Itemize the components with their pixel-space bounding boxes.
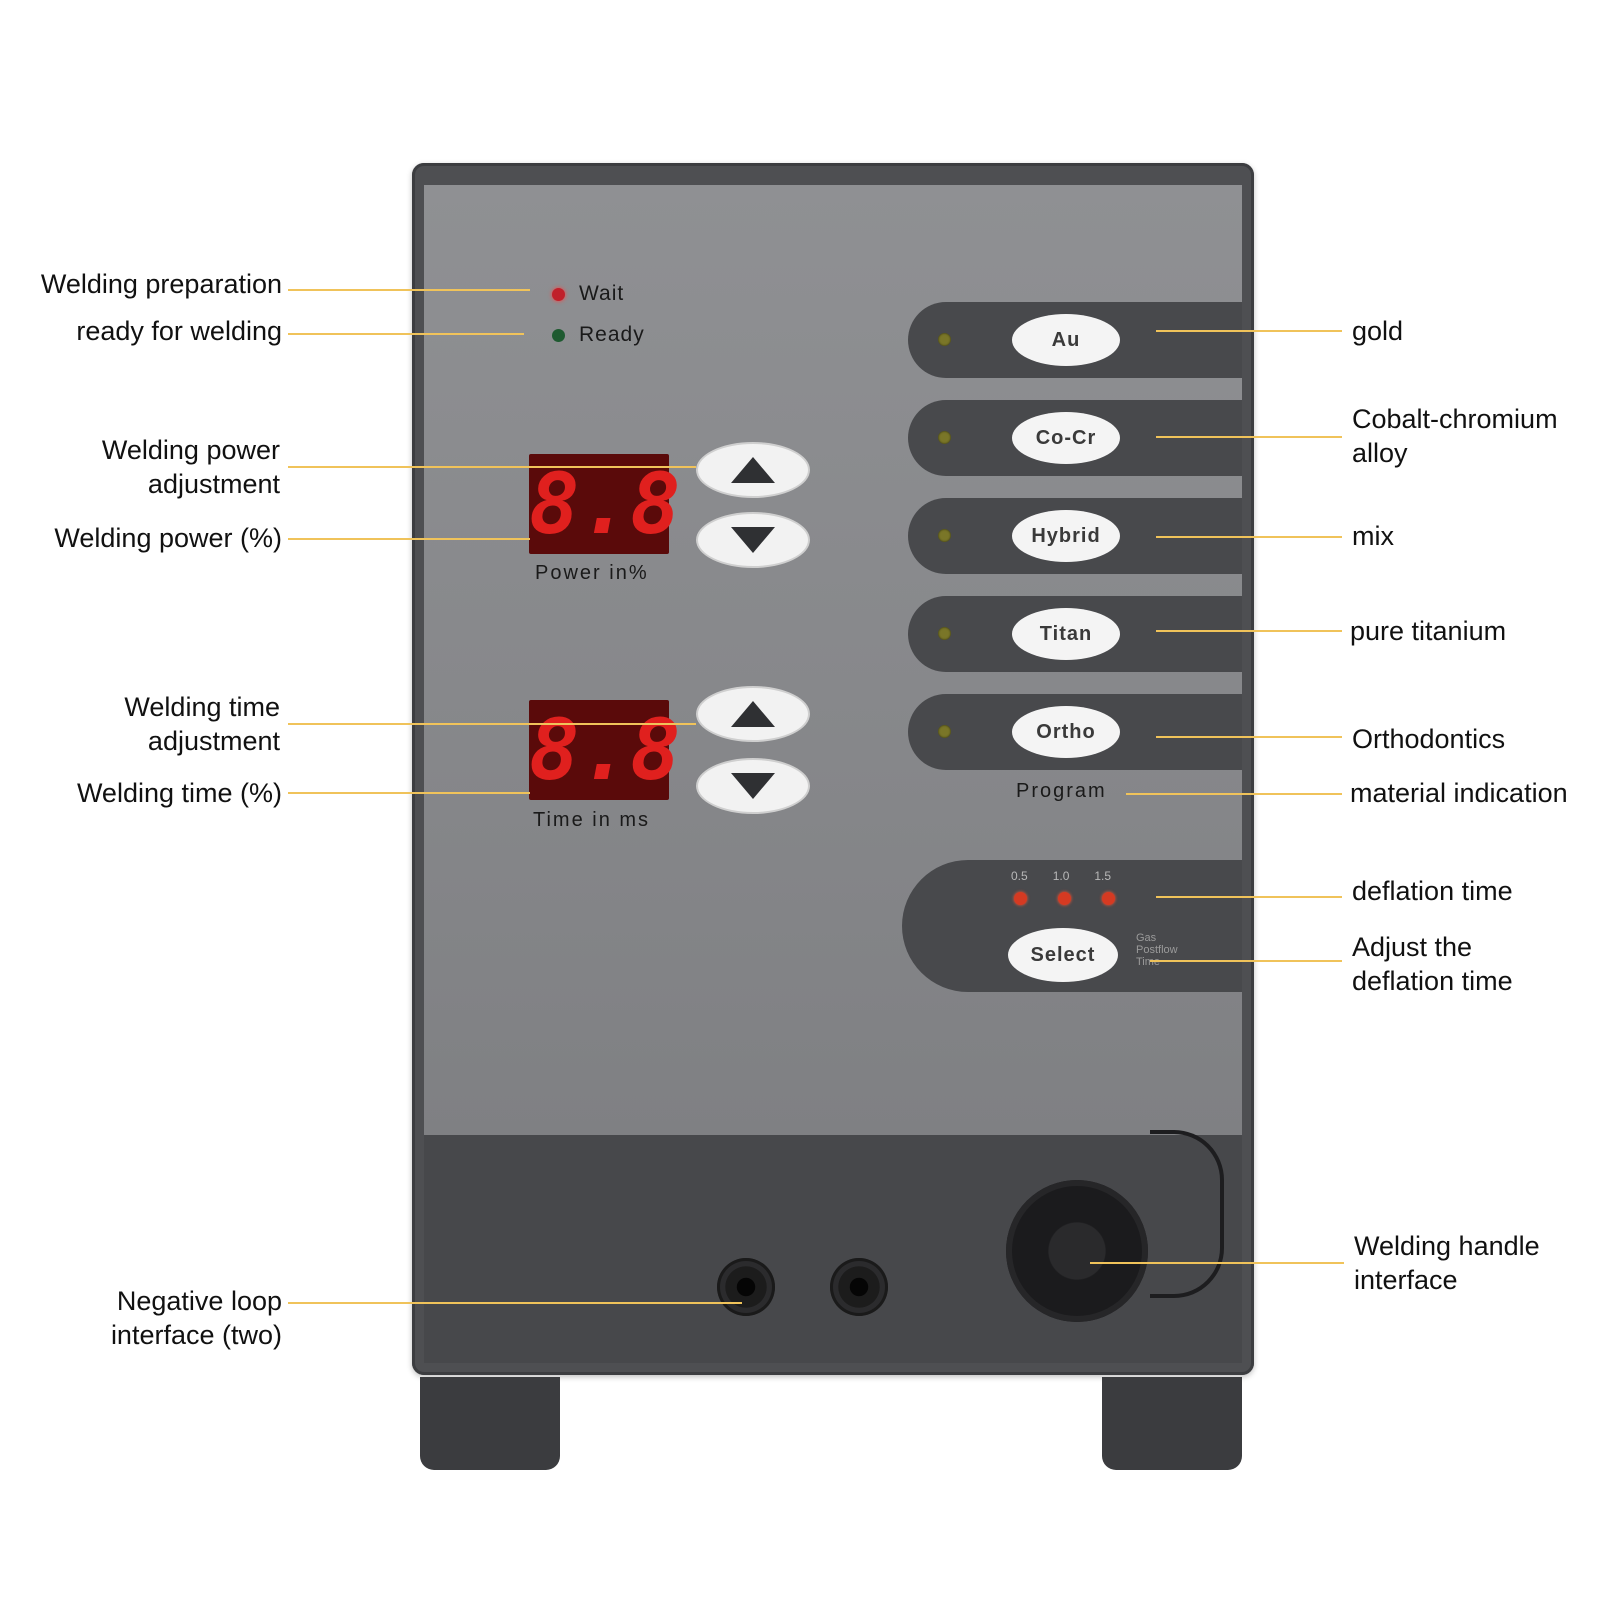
hybrid-button[interactable]: Hybrid [1012, 510, 1120, 562]
callout-adjust-deflation: Adjust the deflation time [1352, 932, 1513, 996]
ortho-button[interactable]: Ortho [1012, 706, 1120, 758]
triangle-up-icon [731, 457, 775, 483]
callout-orthodontics: Orthodontics [1352, 724, 1506, 754]
select-button[interactable]: Select [1008, 928, 1118, 982]
callout-gold: gold [1352, 316, 1404, 346]
leader-line [1156, 536, 1342, 538]
time-caption: Time in ms [533, 809, 651, 831]
leader-line [1156, 330, 1342, 332]
program-au-led-icon [938, 333, 951, 346]
negative-jack-2[interactable] [830, 1258, 888, 1316]
power-down-button[interactable] [696, 512, 810, 568]
triangle-down-icon [731, 773, 775, 799]
time-down-button[interactable] [696, 758, 810, 814]
callout-handle: Welding handle interface [1354, 1231, 1540, 1295]
program-ortho-led-icon [938, 725, 951, 738]
leader-line [288, 792, 530, 794]
au-button[interactable]: Au [1012, 314, 1120, 366]
triangle-up-icon [731, 701, 775, 727]
foot-left [420, 1377, 560, 1470]
time-display: 8. 8 [529, 700, 681, 800]
callout-cobalt: Cobalt-chromium alloy [1352, 404, 1558, 468]
leader-line [288, 333, 524, 335]
program-cocr: Co-Cr [908, 400, 1242, 476]
gas-leds [1014, 892, 1115, 905]
gas-tick-labels: 0.5 1.0 1.5 [1011, 869, 1111, 883]
program-label: Program [1016, 780, 1107, 802]
program-hybrid-led-icon [938, 529, 951, 542]
negative-jack-1[interactable] [717, 1258, 775, 1316]
callout-time-percent: Welding time (%) [76, 778, 282, 808]
callout-power-percent: Welding power (%) [54, 523, 282, 553]
callout-deflation: deflation time [1352, 876, 1513, 906]
leader-line [1150, 960, 1342, 962]
leader-line [288, 289, 530, 291]
welding-handle-port[interactable] [1006, 1180, 1148, 1322]
power-up-button[interactable] [696, 442, 810, 498]
program-titan: Titan [908, 596, 1242, 672]
callout-time-adjustment: Welding time adjustment [124, 692, 280, 756]
wait-label: Wait [579, 282, 625, 305]
gas-tick-05: 0.5 [1011, 869, 1028, 883]
program-titan-led-icon [938, 627, 951, 640]
gas-led-icon [1058, 892, 1071, 905]
power-digit-1: 8. [529, 455, 631, 553]
gas-tick-10: 1.0 [1052, 869, 1070, 883]
cocr-button[interactable]: Co-Cr [1012, 412, 1120, 464]
leader-line [288, 723, 696, 725]
leader-line [1156, 896, 1342, 898]
time-digit-2: 8 [630, 701, 681, 799]
wait-led-icon [552, 287, 565, 301]
leader-line [1156, 736, 1342, 738]
callout-material: material indication [1350, 778, 1568, 808]
status-wait: Wait [552, 282, 624, 306]
ready-led-icon [552, 328, 565, 342]
gas-led-icon [1102, 892, 1115, 905]
gas-led-icon [1014, 892, 1027, 905]
callout-mix: mix [1352, 521, 1394, 551]
gas-caption: Gas Postflow Time [1136, 932, 1178, 968]
program-cocr-led-icon [938, 431, 951, 444]
leader-line [1156, 436, 1342, 438]
status-ready: Ready [552, 323, 645, 347]
program-ortho: Ortho [908, 694, 1242, 770]
callout-welding-preparation: Welding preparation [40, 269, 282, 299]
titan-button[interactable]: Titan [1012, 608, 1120, 660]
time-up-button[interactable] [696, 686, 810, 742]
power-digit-2: 8 [630, 455, 681, 553]
callout-negative-loop: Negative loop interface (two) [110, 1286, 282, 1350]
leader-line [288, 538, 530, 540]
power-display: 8. 8 [529, 454, 681, 554]
callout-power-adjustment: Welding power adjustment [101, 435, 280, 499]
leader-line [1090, 1262, 1344, 1264]
callout-titanium: pure titanium [1350, 616, 1507, 646]
foot-right [1102, 1377, 1242, 1470]
triangle-down-icon [731, 527, 775, 553]
leader-line [288, 466, 696, 468]
leader-line [1156, 630, 1342, 632]
leader-line [1126, 793, 1342, 795]
ready-label: Ready [579, 323, 645, 346]
power-caption: Power in% [535, 562, 649, 584]
gas-tick-15: 1.5 [1094, 869, 1112, 883]
port-cap-cord [1150, 1130, 1224, 1298]
time-digit-1: 8. [529, 701, 631, 799]
callout-ready-for-welding: ready for welding [76, 316, 282, 346]
leader-line [288, 1302, 742, 1304]
program-au: Au [908, 302, 1242, 378]
